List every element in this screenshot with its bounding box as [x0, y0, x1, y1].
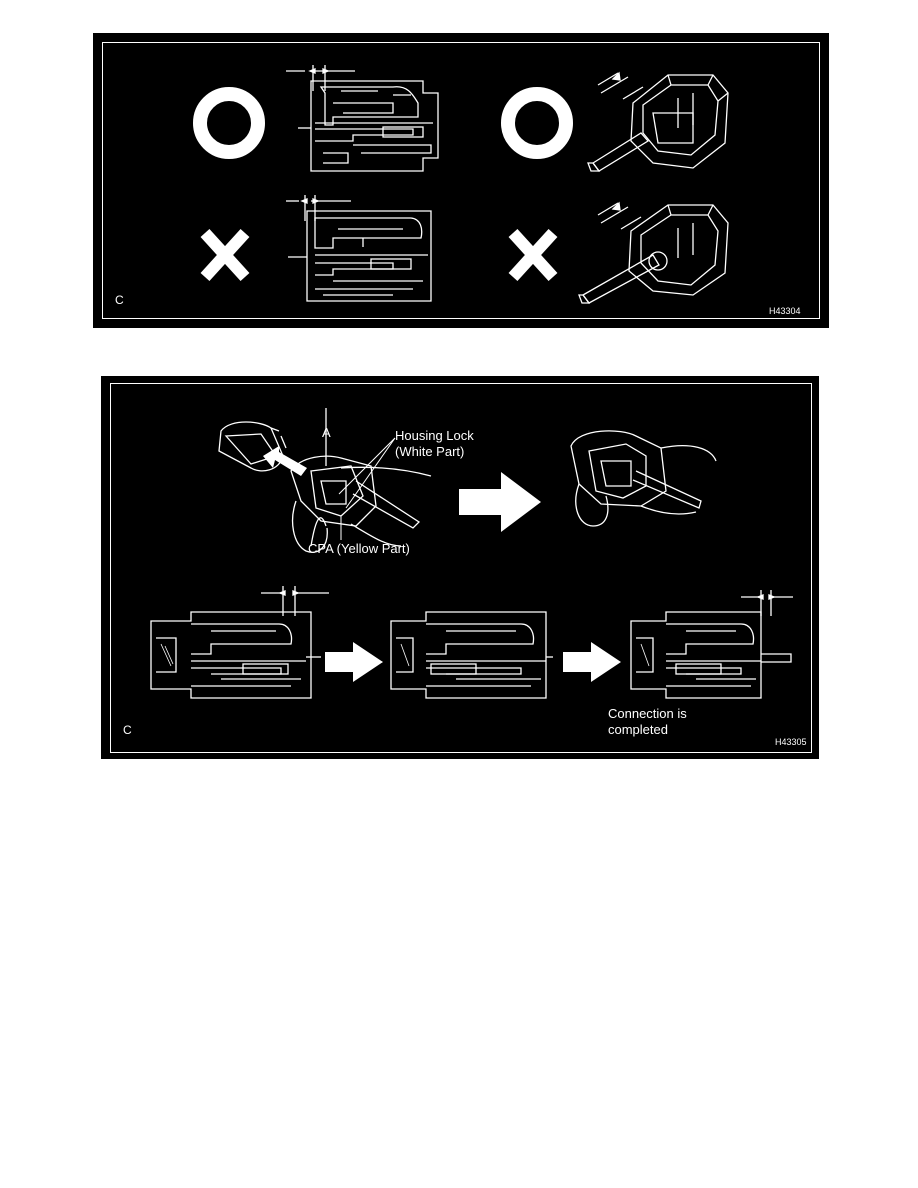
figure-code: H43305	[775, 737, 807, 747]
incorrect-mark-icon	[200, 228, 250, 282]
figure-connector-check: C H43304	[93, 33, 829, 328]
connection-completed-sublabel: completed	[608, 722, 668, 737]
housing-lock-sublabel: (White Part)	[395, 444, 465, 459]
connector-perspective-correct	[587, 71, 729, 172]
connector-section-step-2	[390, 611, 553, 699]
insert-arrow-icon	[263, 446, 307, 476]
figure-corner-label: C	[115, 293, 124, 307]
correct-mark-icon	[193, 87, 265, 159]
correct-mark-icon	[501, 87, 573, 159]
incorrect-mark-icon	[508, 228, 558, 282]
figure-code: H43304	[769, 306, 801, 316]
housing-lock-label: Housing Lock	[395, 428, 474, 443]
connector-section-correct	[286, 65, 439, 172]
connected-connector-illustration	[570, 430, 717, 527]
callout-a-label: A	[322, 425, 331, 440]
figure-frame	[102, 42, 820, 319]
connector-section-step-1	[150, 586, 329, 699]
figure-connector-connection: A Housing Lock (White Part) CPA (Yellow …	[101, 376, 819, 759]
cpa-label: CPA (Yellow Part)	[308, 541, 410, 556]
callout-lines	[338, 437, 396, 540]
connector-perspective-incorrect	[578, 201, 729, 304]
next-step-arrow-icon	[459, 472, 541, 532]
figure-1-drawing	[193, 65, 729, 304]
figure-frame	[110, 383, 812, 753]
connector-section-step-3	[630, 590, 793, 699]
hand-connecting-illustration	[218, 408, 432, 553]
connector-section-incorrect	[286, 195, 432, 302]
step-arrow-icon	[563, 642, 621, 682]
connection-completed-label: Connection is	[608, 706, 687, 721]
figure-2-drawing	[150, 408, 793, 699]
figure-corner-label: C	[123, 723, 132, 737]
step-arrow-icon	[325, 642, 383, 682]
